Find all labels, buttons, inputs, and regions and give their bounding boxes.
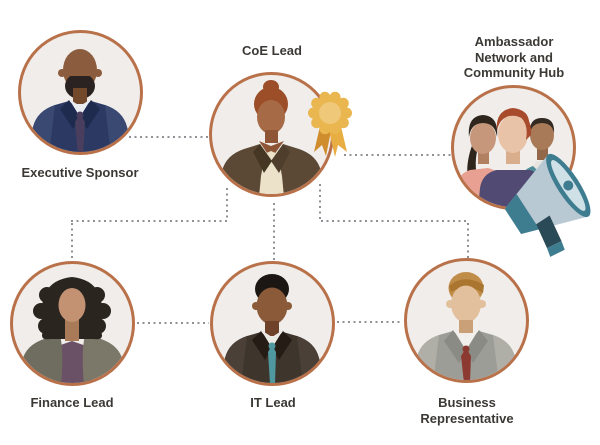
- label-ambassador-line2: Network and: [474, 49, 553, 65]
- connector-coe-to-business-h: [321, 220, 468, 222]
- avatar-business-representative: [404, 258, 529, 383]
- megaphone-icon: [504, 153, 591, 257]
- label-business-line2: Representative: [420, 410, 514, 426]
- connector-coe-to-finance-h: [71, 220, 227, 222]
- label-ambassador-line3: Community Hub: [463, 65, 565, 80]
- coe-lead-portrait: [214, 80, 329, 194]
- avatar-executive-sponsor: [18, 30, 143, 155]
- it-lead-portrait: [218, 274, 326, 383]
- label-business-line1: Business: [438, 395, 496, 410]
- connector-coe-to-business-v1: [319, 184, 321, 220]
- connector-coe-to-finance-v2: [71, 223, 73, 261]
- label-it-lead: IT Lead: [250, 395, 296, 410]
- avatar-coe-lead: [209, 72, 334, 197]
- connector-coe-to-finance-v1: [226, 188, 228, 221]
- label-finance-lead: Finance Lead: [30, 395, 114, 410]
- connector-finance-to-it: [137, 322, 209, 324]
- award-ribbon-icon: [308, 91, 352, 157]
- connector-coe-to-it: [273, 203, 275, 261]
- connector-coe-to-business-v2: [467, 223, 469, 258]
- finance-lead-portrait: [14, 277, 131, 383]
- connector-coe-to-ambassador: [344, 154, 451, 156]
- connector-exec-to-coe: [129, 136, 209, 138]
- business-representative-portrait: [410, 272, 522, 380]
- label-executive-sponsor: Executive Sponsor: [21, 165, 139, 180]
- label-ambassador-line1: Ambassador: [474, 34, 554, 49]
- label-business-representative: Business Representative: [382, 395, 552, 426]
- executive-sponsor-portrait: [26, 49, 134, 152]
- avatar-finance-lead: [10, 261, 135, 386]
- label-ambassador-hub: Ambassador Network and Community Hub: [429, 34, 599, 81]
- connector-it-to-business: [337, 321, 403, 323]
- avatar-it-lead: [210, 261, 335, 386]
- label-coe-lead: CoE Lead: [242, 43, 302, 58]
